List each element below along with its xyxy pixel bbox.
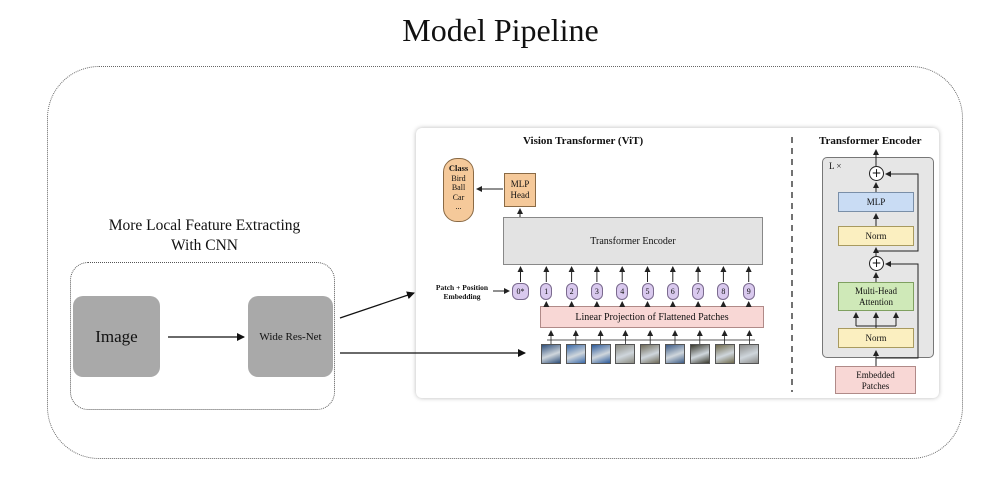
patch-token: 3 [590, 283, 603, 300]
patch-token: 6 [666, 283, 679, 300]
class-output-box: Class Bird Ball Car ... [443, 158, 474, 222]
image-patch [541, 344, 561, 364]
token-arrows [517, 266, 752, 282]
class-item: Bird [451, 173, 466, 183]
mlp-head-line1: MLP [510, 179, 530, 189]
class-item: Car [452, 192, 465, 202]
encoder-mlp-box: MLP [838, 192, 914, 212]
class-token: 0* [512, 283, 529, 300]
patch-token: 2 [565, 283, 578, 300]
embedded-line1: Embedded [856, 370, 895, 380]
wrn-to-embedding-arrow [339, 291, 415, 319]
patch-token: 9 [742, 283, 755, 300]
projection-arrows [543, 301, 752, 307]
residual-add-icon: + [869, 166, 884, 181]
linear-projection-box: Linear Projection of Flattened Patches [540, 306, 764, 328]
wide-resnet-node: Wide Res-Net [248, 296, 333, 377]
cnn-frame [70, 262, 335, 410]
image-patch [665, 344, 685, 364]
residual-add-icon: + [869, 256, 884, 271]
repeat-label: L × [829, 161, 842, 171]
patch-token: 4 [616, 283, 629, 300]
cnn-caption-line1: More Local Feature Extracting [108, 217, 301, 234]
image-patch [714, 344, 735, 364]
patch-embedding-line2: Embedding [443, 292, 481, 301]
image-patch [640, 344, 661, 364]
multi-head-attention-box: Multi-Head Attention [838, 282, 914, 311]
page-title: Model Pipeline [402, 12, 599, 48]
embedded-patches-box: Embedded Patches [835, 366, 916, 394]
mlp-head-line2: Head [510, 190, 530, 200]
image-node: Image [73, 296, 160, 377]
embedded-line2: Patches [861, 381, 890, 391]
image-patch [590, 344, 611, 364]
image-patch [615, 344, 636, 364]
image-patch [565, 344, 586, 364]
pipeline-frame [47, 66, 963, 459]
encoder-norm-bottom: Norm [838, 328, 914, 348]
patch-embedding-label: Patch + Position Embedding [418, 283, 506, 301]
image-patch [739, 344, 760, 364]
attention-line1: Multi-Head [855, 286, 897, 296]
class-item: Ball [451, 183, 466, 192]
cnn-caption: More Local Feature Extracting With CNN [72, 216, 337, 256]
encoder-detail-title: Transformer Encoder [819, 135, 922, 147]
vit-title: Vision Transformer (ViT) [523, 135, 644, 147]
patch-token: 8 [717, 283, 730, 300]
class-item: ... [455, 202, 462, 211]
patch-token: 5 [641, 283, 654, 300]
transformer-encoder-box: Transformer Encoder [503, 217, 763, 265]
patch-arrows [548, 330, 753, 344]
mlp-head-box: MLP Head [504, 173, 536, 207]
cnn-caption-line2: With CNN [171, 237, 238, 254]
patch-token: 7 [692, 283, 705, 300]
class-title: Class [448, 163, 469, 173]
patch-token: 1 [540, 283, 553, 300]
encoder-norm-top: Norm [838, 226, 914, 246]
attention-line2: Attention [859, 297, 893, 307]
image-patch [689, 344, 710, 364]
patch-embedding-line1: Patch + Position [435, 283, 489, 292]
